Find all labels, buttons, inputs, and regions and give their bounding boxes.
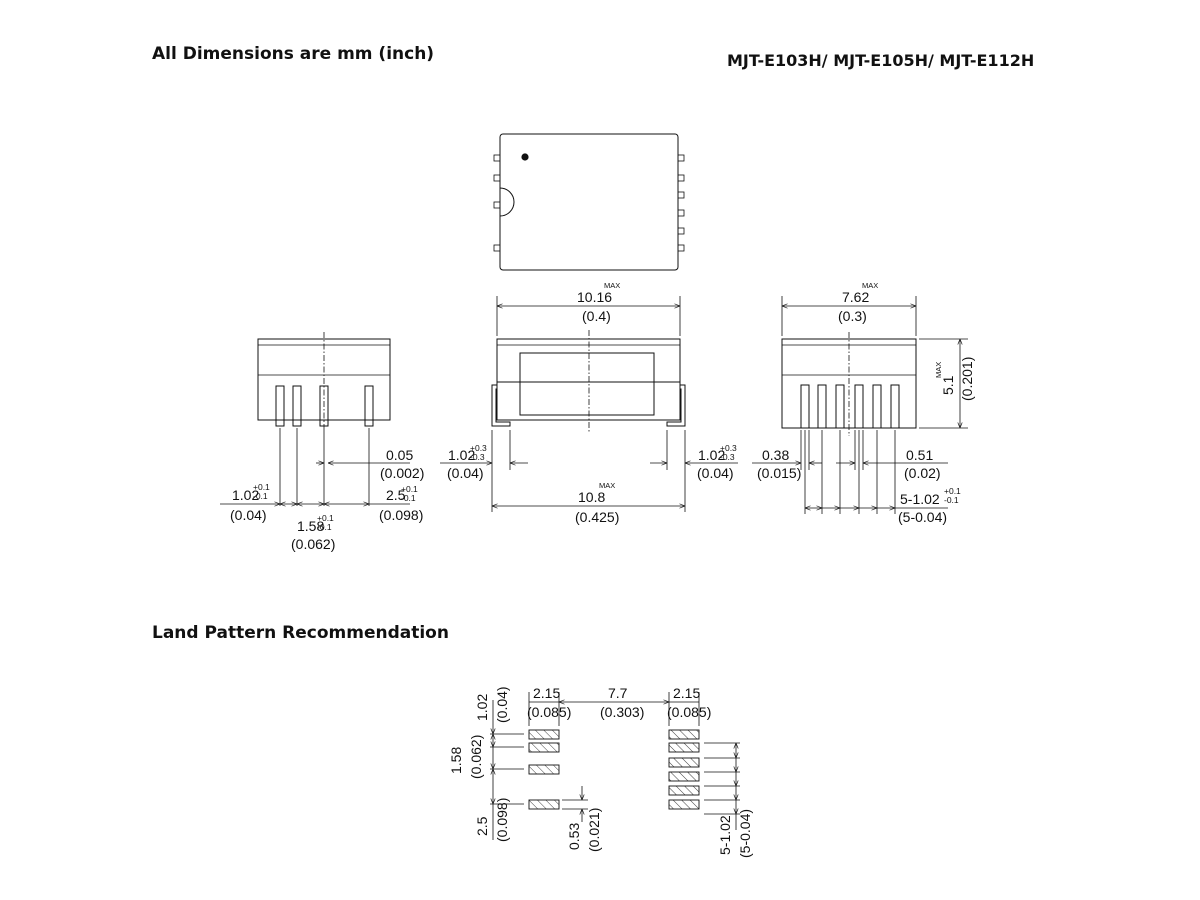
dim-span-max: MAX xyxy=(599,481,615,490)
dim-lead-thickness: 0.38 xyxy=(762,447,789,463)
dim-width-max: MAX xyxy=(604,281,620,290)
svg-text:-0.1: -0.1 xyxy=(317,522,332,532)
part-numbers: MJT-E103H/ MJT-E105H/ MJT-E112H xyxy=(727,51,1035,70)
dim-height-in: (0.201) xyxy=(959,357,975,401)
dim-standoff: 0.05 xyxy=(386,447,413,463)
land-pitch-1: 1.02 xyxy=(474,694,490,721)
dim-lead-left-in: (0.04) xyxy=(447,465,484,481)
land-pad-width: 0.53 xyxy=(566,823,582,850)
svg-text:+0.1: +0.1 xyxy=(317,513,334,523)
dim-height: 5.1 xyxy=(940,375,956,395)
svg-text:+0.3: +0.3 xyxy=(470,443,487,453)
dim-lead-left: 1.02 xyxy=(448,447,475,463)
land-pitch-5-in: (5-0.04) xyxy=(737,809,753,858)
dim-lead-right: 1.02 xyxy=(698,447,725,463)
dim-pitch-c: 2.5 xyxy=(386,487,406,503)
left-side-view: 0.05 (0.002) 1.02 +0.1 -0.1 (0.04) 2.5 +… xyxy=(220,332,424,552)
dim-pitch-b: 1.58 xyxy=(297,518,324,534)
dim-lead-right-in: (0.04) xyxy=(697,465,734,481)
dim-pitch-5: 5-1.02 xyxy=(900,491,940,507)
svg-text:+0.1: +0.1 xyxy=(401,484,418,494)
dim-depth-in: (0.3) xyxy=(838,308,867,324)
land-pitch-3-in: (0.098) xyxy=(494,798,510,842)
land-pitch-1-in: (0.04) xyxy=(494,686,510,723)
land-pitch-2-in: (0.062) xyxy=(468,735,484,779)
dim-width-in: (0.4) xyxy=(582,308,611,324)
land-pitch-2: 1.58 xyxy=(448,747,464,774)
svg-text:+0.1: +0.1 xyxy=(253,482,270,492)
top-view xyxy=(493,133,685,271)
dim-pitch-a-in: (0.04) xyxy=(230,507,267,523)
dim-pitch-5-in: (5-0.04) xyxy=(898,509,947,525)
svg-text:-0.1: -0.1 xyxy=(944,495,959,505)
dim-pitch-c-in: (0.098) xyxy=(379,507,423,523)
land-pad-length-in: (0.085) xyxy=(527,704,571,720)
dim-width: 10.16 xyxy=(577,289,612,305)
land-pad-width-in: (0.021) xyxy=(586,808,602,852)
dim-lead-width: 0.51 xyxy=(906,447,933,463)
dim-lead-width-in: (0.02) xyxy=(904,465,941,481)
svg-text:-0.3: -0.3 xyxy=(720,452,735,462)
dim-pitch-b-in: (0.062) xyxy=(291,536,335,552)
pin1-marker xyxy=(521,153,529,161)
dim-lead-thickness-in: (0.015) xyxy=(757,465,801,481)
svg-text:-0.3: -0.3 xyxy=(470,452,485,462)
dim-depth: 7.62 xyxy=(842,289,869,305)
right-lead xyxy=(666,384,686,427)
svg-text:+0.3: +0.3 xyxy=(720,443,737,453)
land-pitch-5: 5-1.02 xyxy=(717,815,733,855)
svg-text:+0.1: +0.1 xyxy=(944,486,961,496)
dim-span: 10.8 xyxy=(578,489,605,505)
dim-pitch-a: 1.02 xyxy=(232,487,259,503)
land-pitch-3: 2.5 xyxy=(474,816,490,836)
dim-span-in: (0.425) xyxy=(575,509,619,525)
units-note: All Dimensions are mm (inch) xyxy=(152,44,435,64)
land-pad-length: 2.15 xyxy=(533,685,560,701)
land-gap-in: (0.303) xyxy=(600,704,644,720)
svg-text:-0.1: -0.1 xyxy=(401,493,416,503)
svg-text:-0.1: -0.1 xyxy=(253,491,268,501)
orientation-notch xyxy=(499,187,515,217)
land-pad-length-right: 2.15 xyxy=(673,685,700,701)
right-side-view: 7.62 MAX (0.3) 5.1 MAX (0.201) 0.38 (0.0… xyxy=(752,281,975,525)
left-pads xyxy=(528,729,560,810)
land-pattern: 2.15 (0.085) 7.7 (0.303) 2.15 (0.085) 1.… xyxy=(448,685,753,858)
dim-depth-max: MAX xyxy=(862,281,878,290)
dim-height-max: MAX xyxy=(934,362,943,378)
left-lead xyxy=(491,384,511,427)
land-gap: 7.7 xyxy=(608,685,628,701)
dim-standoff-in: (0.002) xyxy=(380,465,424,481)
right-pads xyxy=(668,729,700,810)
front-view-window xyxy=(519,352,655,416)
front-view: 10.16 MAX (0.4) 10.8 MAX (0.425) 1.02 +0… xyxy=(440,281,738,525)
land-pad-length-right-in: (0.085) xyxy=(667,704,711,720)
land-pattern-title: Land Pattern Recommendation xyxy=(152,623,449,643)
